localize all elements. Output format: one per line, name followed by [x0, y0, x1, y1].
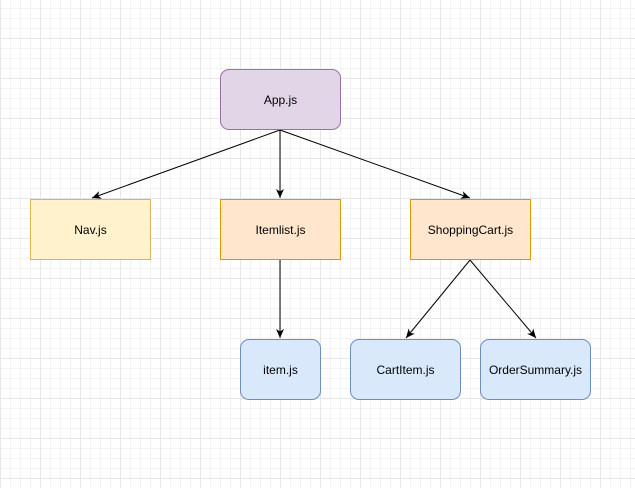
edge-app-to-shoppingcart	[279, 129, 471, 199]
node-itemlist-label: Itemlist.js	[255, 222, 306, 237]
node-itemlist[interactable]: Itemlist.js	[220, 199, 341, 260]
edge-app-to-nav	[91, 129, 281, 199]
node-nav[interactable]: Nav.js	[30, 199, 151, 260]
node-order-summary[interactable]: OrderSummary.js	[480, 339, 591, 400]
node-nav-label: Nav.js	[74, 222, 107, 237]
node-app[interactable]: App.js	[220, 69, 341, 130]
node-order-summary-label: OrderSummary.js	[488, 362, 583, 377]
node-cart-item[interactable]: CartItem.js	[350, 339, 461, 400]
node-app-label: App.js	[263, 92, 298, 107]
edge-shoppingcart-to-cartitem	[405, 259, 471, 339]
node-cart-item-label: CartItem.js	[376, 362, 435, 377]
node-shopping-cart-label: ShoppingCart.js	[427, 222, 514, 237]
node-item-label: item.js	[263, 362, 298, 377]
node-shopping-cart[interactable]: ShoppingCart.js	[410, 199, 531, 260]
edge-shoppingcart-to-ordersummary	[469, 259, 537, 339]
node-item[interactable]: item.js	[240, 339, 321, 400]
